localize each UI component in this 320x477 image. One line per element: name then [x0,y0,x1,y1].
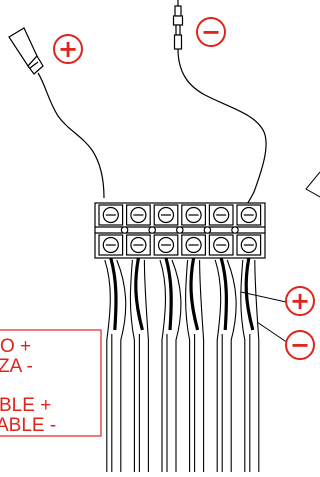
legend-line-2: ZA - [0,356,33,377]
leader-line-plus [240,291,287,303]
terminal-cell [236,204,262,256]
cable [104,257,127,472]
terminal-cell [98,204,129,256]
terminal-cell [181,204,212,256]
terminal-cell [153,204,184,256]
plus-marker-side: + [285,286,315,316]
plus-symbol: + [290,287,310,315]
cable [214,257,237,472]
minus-marker-side: − [285,330,315,360]
legend-box: O + ZA - BLE + ABLE - [0,329,102,437]
plus-marker-top: + [53,34,83,64]
minus-marker-top: − [196,17,226,47]
cable [185,257,205,472]
legend-line-1: O + [0,336,31,357]
minus-symbol: − [290,331,310,359]
terminal-cell [125,204,157,256]
leader-line-minus [256,321,289,344]
legend-line-3: BLE + [0,395,51,416]
plus-symbol: + [58,35,78,63]
terminal-cell [208,204,239,256]
cable [240,257,260,472]
plug-connector-left [8,27,105,199]
cable [129,257,149,472]
cable [159,257,182,472]
cable-bundle [104,257,260,472]
terminal-block [94,202,266,259]
minus-symbol: − [201,18,221,46]
cable-fragment-right [305,171,320,198]
pin-connector-right [172,0,267,213]
legend-line-4: ABLE - [0,415,56,436]
